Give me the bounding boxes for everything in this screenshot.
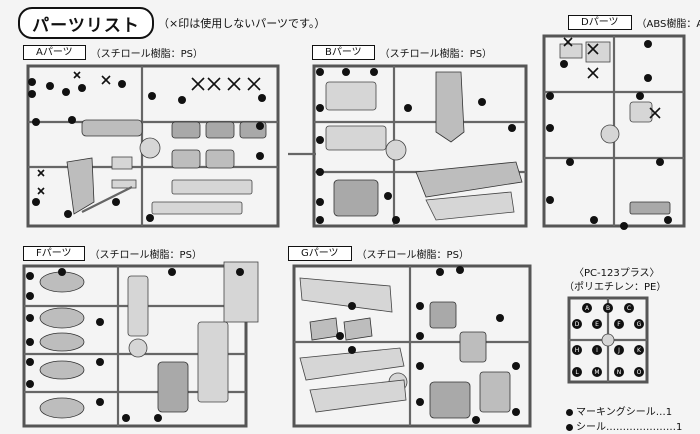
runner-f-diagram xyxy=(22,261,259,428)
panel-b-tag: Bパーツ xyxy=(312,45,375,60)
runner-g-diagram xyxy=(292,264,532,428)
panel-a-label: Aパーツ （スチロール樹脂：PS） xyxy=(23,45,203,60)
pc-callout-marker xyxy=(614,319,624,329)
panel-g-material: （スチロール樹脂：PS） xyxy=(356,250,469,261)
runner-d-diagram xyxy=(542,34,686,230)
pc-callout-marker xyxy=(614,367,624,377)
pc-callout-letter: J xyxy=(617,347,620,354)
panel-d-tag: Dパーツ xyxy=(568,15,632,30)
pc-callout-marker xyxy=(592,345,602,355)
runner-b-callouts xyxy=(316,68,516,224)
pc-callout-letter: H xyxy=(575,347,580,354)
unused-parts-note: （×印は使用しないパーツです。） xyxy=(158,17,326,30)
runner-g-callouts xyxy=(336,266,520,424)
pc-callout-marker xyxy=(614,345,624,355)
panel-d-material: （ABS樹脂：ABS） xyxy=(636,19,700,30)
runner-f-frame xyxy=(22,264,248,428)
pc-callout-marker xyxy=(634,345,644,355)
pc-callout-letter: L xyxy=(575,369,579,376)
pc-callout-letter: A xyxy=(585,305,590,312)
legend-seal-text: シール…………………1 xyxy=(576,422,683,433)
pc-part-callouts: A B C D E F G H I J K L M N O xyxy=(572,303,644,377)
pc-callout-letter: D xyxy=(575,321,580,328)
pc-runner-title: 〈PC-123プラス〉 xyxy=(574,268,660,279)
runner-a-gate xyxy=(139,137,161,159)
runner-b-diagram xyxy=(288,64,528,228)
panel-f-tag: Fパーツ xyxy=(23,246,85,261)
panel-a-tag: Aパーツ xyxy=(23,45,86,60)
panel-f-label: Fパーツ （スチロール樹脂：PS） xyxy=(23,246,202,261)
panel-b-label: Bパーツ （スチロール樹脂：PS） xyxy=(312,45,492,60)
pc-callout-marker xyxy=(572,345,582,355)
pc-callout-letter: E xyxy=(595,321,599,328)
pc-callout-letter: G xyxy=(637,321,642,328)
legend-marking-seal-text: マーキングシール…1 xyxy=(576,407,673,418)
pc-callout-marker xyxy=(624,303,634,313)
legend-seal: シール…………………1 xyxy=(566,418,682,433)
pc-callout-marker xyxy=(592,319,602,329)
pc-callout-letter: O xyxy=(637,369,642,376)
runner-f-gate xyxy=(128,338,148,358)
bullet-icon xyxy=(566,408,573,416)
pc-callout-letter: N xyxy=(617,369,622,376)
panel-d-label: Dパーツ （ABS樹脂：ABS） xyxy=(568,15,700,30)
pc-callout-letter: F xyxy=(617,321,621,328)
pc-callout-marker xyxy=(572,319,582,329)
pc-callout-marker xyxy=(572,367,582,377)
runner-b-frame xyxy=(312,64,528,228)
runner-f-callouts xyxy=(26,268,244,422)
runner-a-callouts xyxy=(28,78,266,222)
pc-callout-marker xyxy=(634,367,644,377)
pc-callout-marker xyxy=(582,303,592,313)
runner-d-gate xyxy=(600,124,620,144)
pc-runner-material: （ポリエチレン：PE） xyxy=(564,282,667,293)
pc-callout-marker xyxy=(592,367,602,377)
page-title: パーツリスト xyxy=(18,7,154,39)
runner-d-callouts xyxy=(546,40,672,230)
panel-f-material: （スチロール樹脂：PS） xyxy=(89,250,202,261)
pc-callout-marker xyxy=(634,319,644,329)
pc-callout-letter: M xyxy=(594,369,599,376)
bullet-icon xyxy=(566,423,573,431)
pc-callout-letter: B xyxy=(606,305,610,312)
runner-a-diagram xyxy=(26,64,280,228)
legend-marking-seal: マーキングシール…1 xyxy=(566,403,672,418)
runner-a-unused-marks xyxy=(37,71,261,195)
pc-callout-letter: K xyxy=(637,347,642,354)
pc-callout-letter: C xyxy=(627,305,631,312)
panel-b-material: （スチロール樹脂：PS） xyxy=(379,49,493,60)
pc-callout-marker xyxy=(603,303,613,313)
pc-callout-letter: I xyxy=(596,347,598,354)
runner-b-gate xyxy=(385,139,407,161)
panel-g-tag: Gパーツ xyxy=(288,246,352,261)
runner-g-frame xyxy=(292,264,532,428)
runner-pc-diagram: A B C D E F G H I J K L M N O xyxy=(567,296,649,384)
panel-g-label: Gパーツ （スチロール樹脂：PS） xyxy=(288,246,469,261)
runner-d-unused-marks xyxy=(563,37,661,119)
panel-a-material: （スチロール樹脂：PS） xyxy=(90,49,204,60)
runner-a-frame xyxy=(26,64,280,228)
